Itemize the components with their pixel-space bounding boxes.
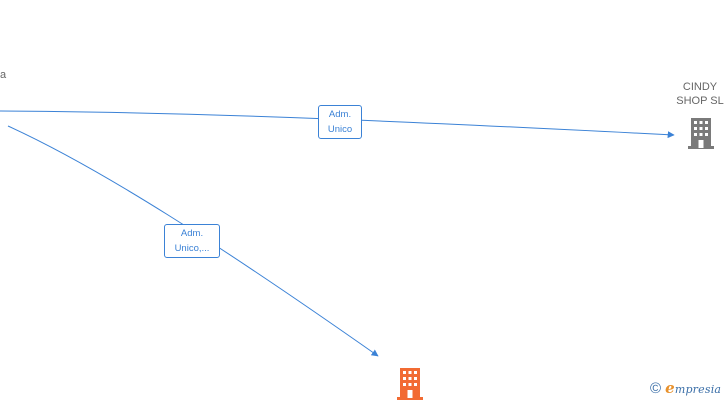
edge-line-cindy-shop [0,110,675,139]
edge-line-target-company [7,125,379,357]
edge-label-line2: Unico [327,124,353,135]
edge-label-cindy-shop[interactable]: Adm. Unico [318,105,362,139]
node-label-cindy-shop[interactable]: CINDY SHOP SL [676,81,724,107]
building-icon-cindy-shop[interactable] [686,116,716,150]
edge-label-line1: Adm. [328,109,352,120]
building-icon-target-company[interactable] [397,368,423,400]
footer-brand: © empresia [650,378,721,398]
brand-logo-text: mpresia [674,383,722,396]
edge-label-line2: Unico,... [174,243,210,254]
brand-logo-initial: e [665,379,675,397]
copyright-icon: © [650,379,662,397]
brand-logo[interactable]: empresia [665,379,721,397]
edge-label-line1: Adm. [180,228,204,239]
node-label-source[interactable]: a [0,69,7,81]
edge-label-target-company[interactable]: Adm. Unico,... [164,224,220,258]
